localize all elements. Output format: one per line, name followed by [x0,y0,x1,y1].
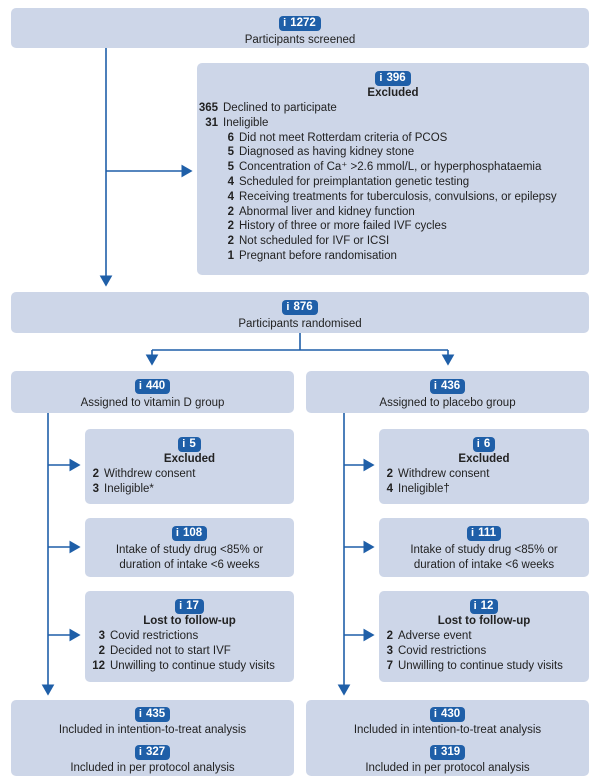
person-icon: i [138,380,142,392]
placebo-excluded-title: Excluded [458,453,510,465]
person-icon: i [433,708,437,720]
person-icon: i [473,600,477,612]
placebo-intake-line2: duration of intake <6 weeks [413,558,555,571]
person-icon: i [433,745,437,758]
vitd-excluded-title: Excluded [163,453,216,465]
person-icon: i [433,380,437,392]
person-icon: i [179,600,183,612]
placebo-pp-label: Included in per protocol analysis [365,761,530,774]
person-icon: i [286,301,290,313]
person-icon: i [476,438,480,450]
vitd-lost-title: Lost to follow-up [143,615,236,627]
vitd-itt-label: Included in intention-to-treat analysis [58,724,247,736]
placebo-lost-title: Lost to follow-up [437,615,531,627]
randomised-label: Participants randomised [238,318,362,330]
person-icon: i [138,745,142,758]
person-icon: i [138,708,142,720]
placebo-itt-label: Included in intention-to-treat analysis [353,724,542,736]
vitd-intake-line2: duration of intake <6 weeks [119,558,260,571]
placebo-assigned-label: Assigned to placebo group [379,397,516,409]
vitd-assigned-label: Assigned to vitamin D group [80,397,225,409]
person-icon: i [471,527,475,539]
person-icon: i [283,17,287,29]
placebo-intake-line1: Intake of study drug <85% or [410,544,558,556]
vitd-intake-line1: Intake of study drug <85% or [115,544,264,556]
person-icon: i [379,72,383,84]
excluded-title: Excluded [367,87,419,99]
screened-label: Participants screened [244,34,356,46]
person-icon: i [175,527,179,539]
vitd-pp-label: Included in per protocol analysis [70,761,235,774]
person-icon: i [182,438,186,450]
